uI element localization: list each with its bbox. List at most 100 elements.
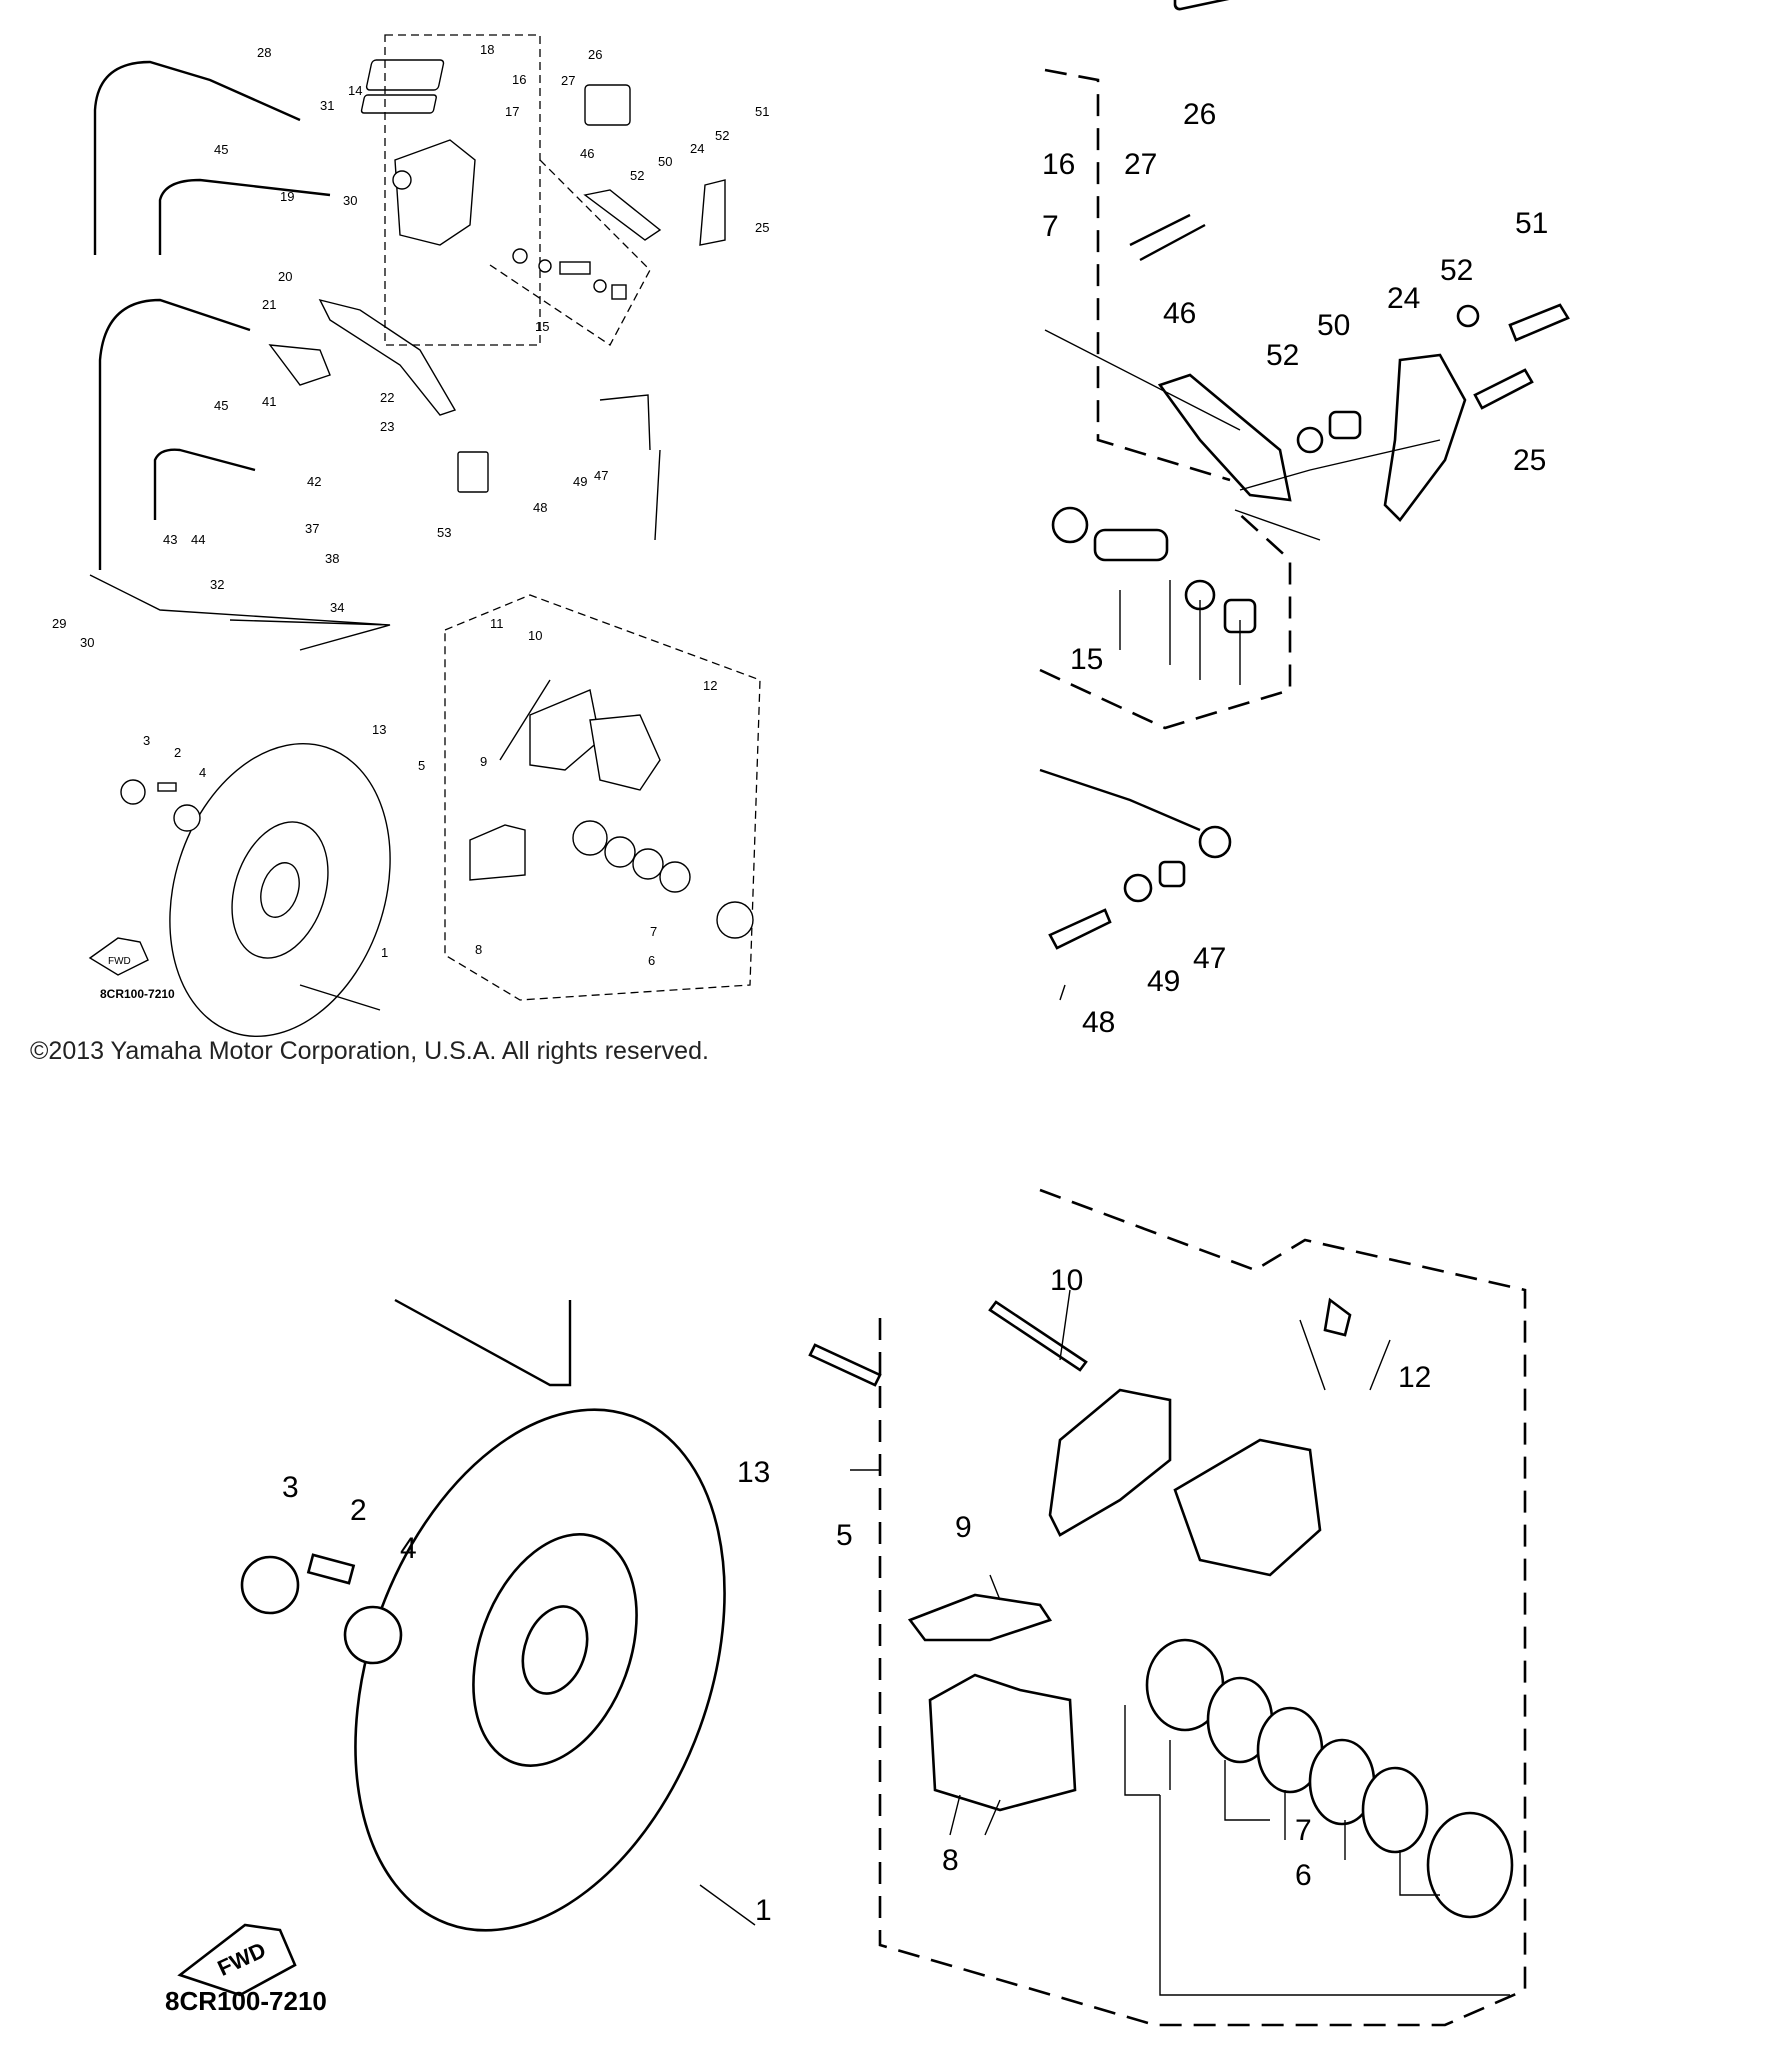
washer-52b-zoom — [1296, 426, 1324, 454]
piston-seals-zoom — [1145, 1638, 1514, 1919]
caliper-bracket-overview — [529, 689, 601, 771]
brake-hose-45b — [153, 448, 256, 520]
callout: 24 — [690, 141, 704, 156]
bleeder-12-zoom — [1323, 1297, 1352, 1337]
callout: 16 — [1042, 148, 1075, 181]
banjo-end-zoom — [1198, 825, 1232, 859]
master-cylinder-group-zoom — [1044, 68, 1231, 482]
leader-lines-overview — [89, 394, 661, 1011]
callout: 14 — [348, 83, 362, 98]
leader-lines-top-zoom — [1044, 329, 1441, 1001]
diaphragm — [360, 94, 437, 114]
callout: 4 — [199, 765, 206, 780]
bolt-51-zoom — [1508, 303, 1570, 342]
callout: 16 — [512, 72, 526, 87]
reservoir-cap — [365, 59, 445, 91]
callout: 27 — [1124, 148, 1157, 181]
callout: 12 — [1398, 1361, 1431, 1394]
callout: 13 — [737, 1456, 770, 1489]
zoom-top-diagram — [1039, 0, 1570, 1001]
hose-end-zoom — [1039, 768, 1201, 832]
callout: 30 — [80, 635, 94, 650]
callout: 13 — [372, 722, 386, 737]
callout: 6 — [1295, 1859, 1312, 1892]
callout: 29 — [52, 616, 66, 631]
callout: 19 — [280, 189, 294, 204]
callout: 4 — [400, 1532, 417, 1565]
label-53 — [457, 451, 489, 493]
callout: 52 — [630, 168, 644, 183]
brake-disc-center-overview — [260, 862, 300, 918]
brake-switch-26-zoom — [1173, 0, 1287, 11]
piston-kit-15 — [512, 248, 627, 300]
brake-hose-lower — [98, 298, 251, 570]
callout: 9 — [480, 754, 487, 769]
callout: 7 — [650, 924, 657, 939]
washer-4-zoom — [343, 1605, 403, 1665]
key-2 — [157, 782, 177, 792]
callout: 9 — [955, 1511, 972, 1544]
washer-4 — [173, 804, 201, 832]
caliper-body-overview — [589, 714, 661, 791]
callout: 52 — [1440, 254, 1473, 287]
callout: 34 — [330, 600, 344, 615]
bracket-24-zoom — [1383, 353, 1467, 522]
brake-pads-overview — [469, 824, 526, 881]
zoom-bottom-diagram: FWD 8CR100-7210 — [165, 1188, 1527, 2027]
caliper-bracket-zoom — [1048, 1388, 1172, 1537]
callout: 3 — [282, 1471, 299, 1504]
callout: 52 — [1266, 339, 1299, 372]
callout: 43 — [163, 532, 177, 547]
callout: 26 — [588, 47, 602, 62]
callout: 41 — [262, 394, 276, 409]
callout: 2 — [174, 745, 181, 760]
callout: 1 — [381, 945, 388, 960]
piston-kit-group — [489, 159, 651, 346]
fwd-text-overview: FWD — [108, 956, 131, 967]
callout: 5 — [418, 758, 425, 773]
callout: 52 — [715, 128, 729, 143]
callout: 3 — [143, 733, 150, 748]
callout: 30 — [343, 193, 357, 208]
washer-49-zoom — [1123, 873, 1153, 903]
caliper-body-zoom — [1173, 1438, 1322, 1577]
callout: 51 — [755, 104, 769, 119]
callout: 25 — [755, 220, 769, 235]
brake-disc-center-zoom — [521, 1605, 589, 1695]
slide-pin-10-zoom — [988, 1300, 1088, 1372]
caliper-group-zoom — [878, 1188, 1527, 2027]
callout: 10 — [528, 628, 542, 643]
callout: 48 — [1082, 1006, 1115, 1039]
callout: 42 — [307, 474, 321, 489]
bolt-25-zoom — [1473, 368, 1534, 410]
fwd-arrow-overview — [88, 937, 149, 976]
callout: 15 — [1070, 643, 1103, 676]
callout: 46 — [580, 146, 594, 161]
callout: 10 — [1050, 1264, 1083, 1297]
callout: 37 — [305, 521, 319, 536]
callout: 21 — [262, 297, 276, 312]
washer-52a-zoom — [1456, 304, 1480, 328]
collar-47-zoom — [1158, 860, 1186, 888]
lever-46 — [583, 189, 662, 241]
collar-50-zoom — [1328, 410, 1362, 440]
callout: 45 — [214, 398, 228, 413]
fwd-arrow-zoom — [177, 1923, 297, 1997]
callout: 7 — [1042, 210, 1059, 243]
brake-hose-45 — [158, 178, 331, 255]
lever-bracket-21 — [268, 344, 331, 386]
callout: 20 — [278, 269, 292, 284]
callout: 5 — [836, 1519, 853, 1552]
callout: 11 — [490, 616, 504, 631]
callout: 15 — [535, 319, 549, 334]
callout: 7 — [1295, 1814, 1312, 1847]
callout: 8 — [475, 942, 482, 957]
callout: 18 — [480, 42, 494, 57]
callout: 25 — [1513, 444, 1546, 477]
zoom-bottom-callouts: 10 12 13 3 2 4 5 9 8 7 6 1 — [282, 1264, 1431, 1927]
callout: 50 — [1317, 309, 1350, 342]
brake-hose-28 — [93, 60, 301, 255]
piston-kit-15-zoom — [1051, 506, 1257, 634]
brake-lever — [318, 298, 457, 416]
